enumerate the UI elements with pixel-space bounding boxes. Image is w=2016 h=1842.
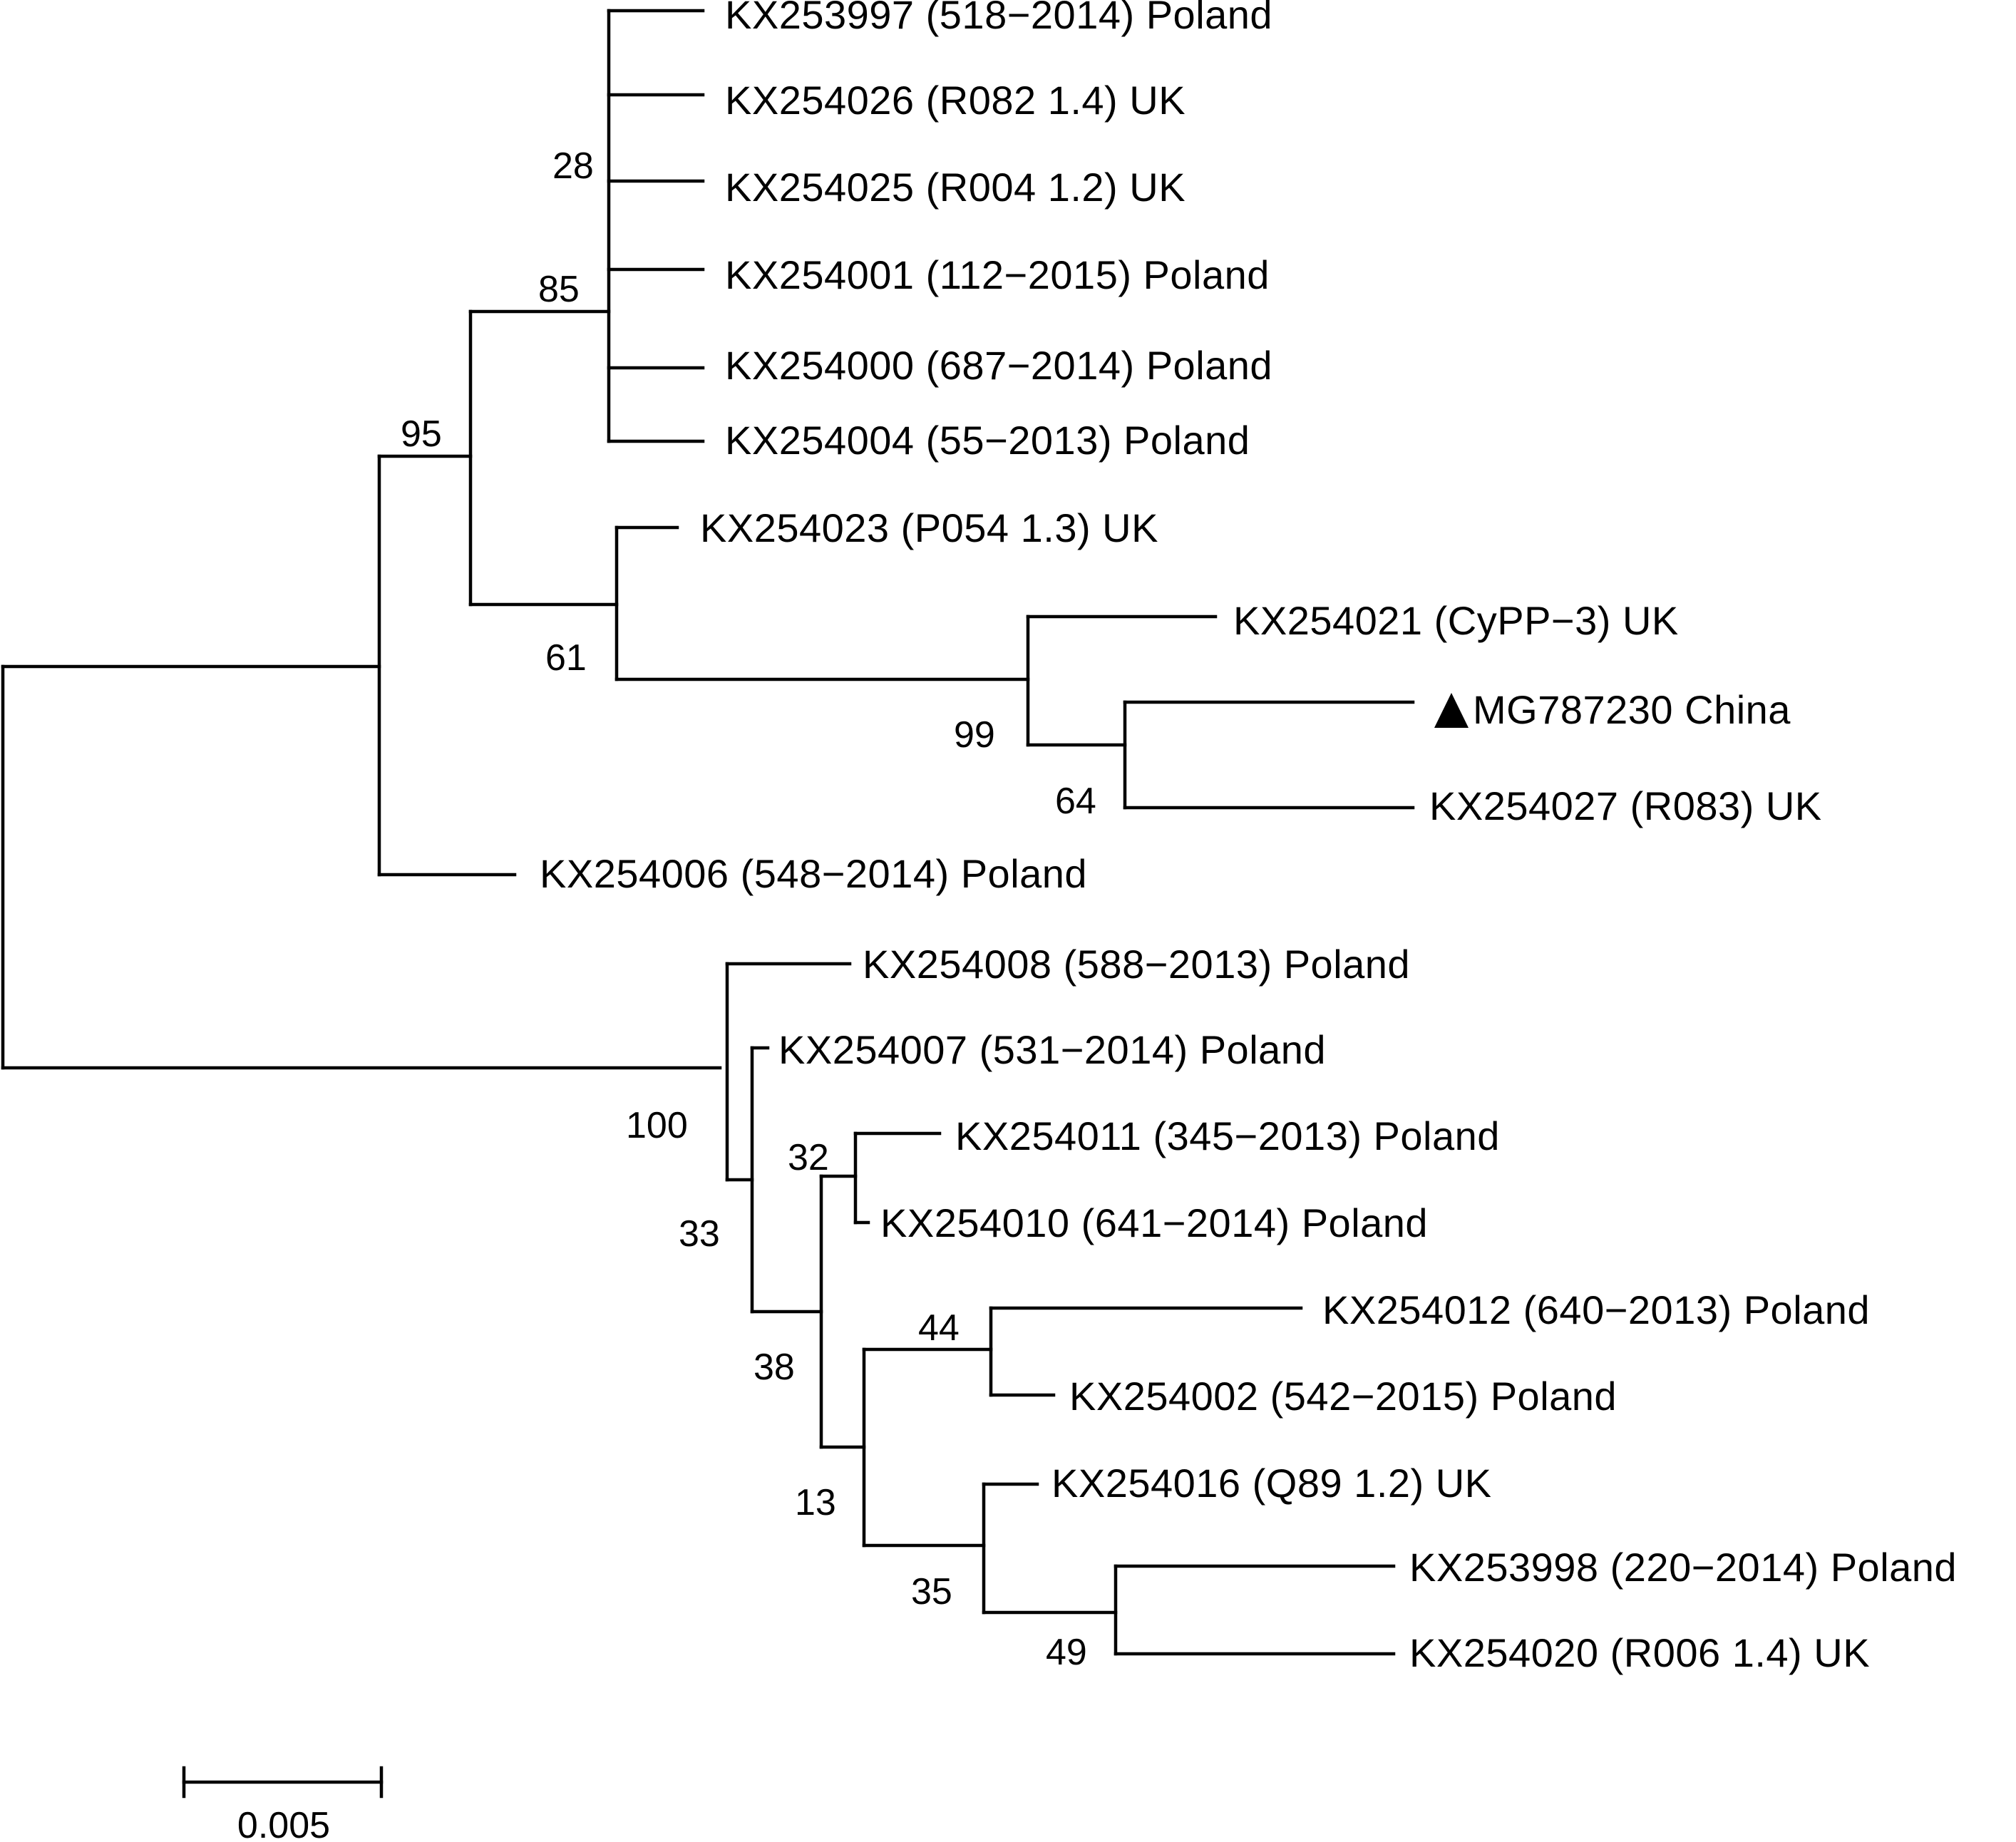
taxon-label-kx254023: KX254023 (P054 1.3) UK — [700, 505, 1158, 550]
scale-bar: 0.005 — [182, 1766, 384, 1842]
taxon-label-kx254027: KX254027 (R083) UK — [1429, 783, 1822, 828]
bootstrap-value: 85 — [538, 269, 580, 310]
taxon-labels: KX253997 (518−2014) Poland KX254026 (R08… — [540, 0, 1957, 1675]
taxon-label-kx254000: KX254000 (687−2014) Poland — [725, 343, 1272, 388]
bootstrap-value: 35 — [911, 1571, 952, 1612]
bootstrap-value: 28 — [552, 145, 594, 187]
taxon-label-kx254008: KX254008 (588−2013) Poland — [863, 942, 1410, 987]
taxon-label-mg787230: MG787230 China — [1473, 687, 1791, 732]
bootstrap-value: 64 — [1055, 781, 1096, 822]
tree-branches — [1, 9, 1415, 1656]
bootstrap-value: 13 — [795, 1482, 836, 1523]
taxon-label-kx253997: KX253997 (518−2014) Poland — [725, 0, 1272, 37]
bootstrap-value: 61 — [545, 637, 587, 679]
taxon-label-kx254004: KX254004 (55−2013) Poland — [725, 418, 1250, 463]
bootstrap-value: 32 — [788, 1137, 829, 1178]
taxon-label-kx254006: KX254006 (548−2014) Poland — [540, 851, 1087, 896]
taxon-label-kx254012: KX254012 (640−2013) Poland — [1322, 1287, 1870, 1332]
taxon-label-kx253998: KX253998 (220−2014) Poland — [1409, 1545, 1957, 1590]
taxon-label-kx254025: KX254025 (R004 1.2) UK — [725, 165, 1186, 210]
triangle-up-icon — [1434, 693, 1469, 728]
bootstrap-value: 95 — [401, 413, 442, 455]
taxon-label-kx254016: KX254016 (Q89 1.2) UK — [1051, 1461, 1492, 1506]
bootstrap-value: 99 — [954, 714, 995, 756]
taxon-label-kx254021: KX254021 (CyPP−3) UK — [1233, 598, 1679, 643]
bootstrap-value: 49 — [1046, 1632, 1087, 1673]
scale-bar-label: 0.005 — [237, 1805, 330, 1842]
bootstrap-value: 44 — [918, 1307, 960, 1349]
taxon-label-kx254002: KX254002 (542−2015) Poland — [1069, 1374, 1617, 1419]
taxon-label-kx254007: KX254007 (531−2014) Poland — [778, 1027, 1326, 1072]
bootstrap-value: 38 — [754, 1347, 795, 1388]
bootstrap-value: 100 — [626, 1105, 688, 1146]
taxon-label-kx254001: KX254001 (112−2015) Poland — [725, 252, 1270, 297]
taxon-label-kx254020: KX254020 (R006 1.4) UK — [1409, 1630, 1870, 1675]
bootstrap-values: 28 85 95 61 99 64 100 33 32 38 44 13 35 … — [401, 145, 1096, 1673]
taxon-label-kx254010: KX254010 (641−2014) Poland — [880, 1200, 1428, 1245]
bootstrap-value: 33 — [679, 1213, 720, 1255]
taxon-label-kx254011: KX254011 (345−2013) Poland — [955, 1113, 1500, 1158]
taxon-label-kx254026: KX254026 (R082 1.4) UK — [725, 78, 1186, 123]
